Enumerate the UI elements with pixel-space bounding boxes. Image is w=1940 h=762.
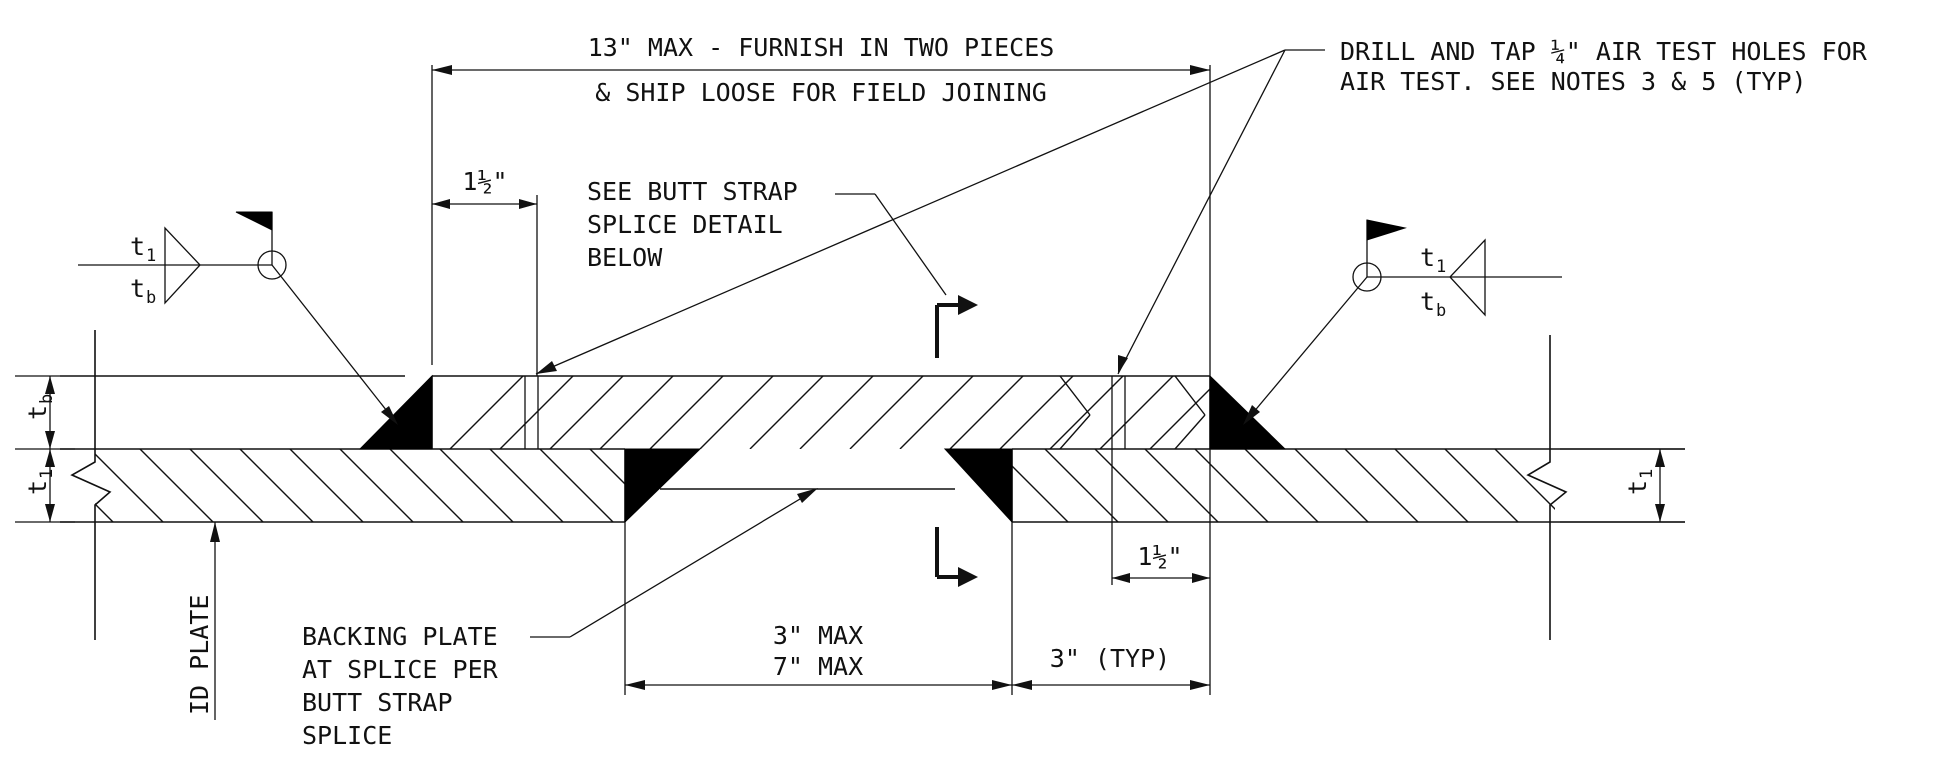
backing-line2: AT SPLICE PER [302, 655, 499, 684]
left-offset-label: 1½" [462, 167, 507, 196]
left-t1-sub: 1 [37, 469, 57, 479]
backing-plate-note: BACKING PLATE AT SPLICE PER BUTT STRAP S… [302, 488, 818, 750]
right-t1-sub: 1 [1637, 469, 1657, 479]
right-weld-tb-sub: b [1436, 301, 1446, 321]
id-plate-label-group: ID PLATE [185, 522, 220, 720]
see-butt-line2: SPLICE DETAIL [587, 210, 783, 239]
top-dim-line2: & SHIP LOOSE FOR FIELD JOINING [595, 78, 1047, 107]
typ-dim-label: 3" (TYP) [1050, 644, 1170, 673]
left-tb-t: t [23, 405, 52, 420]
butt-strap-hatch [449, 376, 1210, 449]
left-offset-dimension: 1½" [432, 167, 538, 376]
left-thickness-dimensions: t b t 1 [15, 375, 75, 523]
drill-note-line1: DRILL AND TAP ¼" AIR TEST HOLES FOR [1340, 37, 1868, 66]
see-butt-line3: BELOW [587, 243, 663, 272]
right-offset-dimension: 1½" [1111, 449, 1210, 585]
top-dim-line1: 13" MAX - FURNISH IN TWO PIECES [588, 33, 1055, 62]
backing-line4: SPLICE [302, 721, 392, 750]
left-tb-sub: b [37, 394, 57, 404]
gap-max-1: 3" MAX [773, 621, 863, 650]
base-plate-hatch-left [95, 449, 625, 522]
see-butt-strap-note: SEE BUTT STRAP SPLICE DETAIL BELOW [587, 177, 978, 587]
butt-strap [60, 375, 1211, 449]
right-t1-t: t [1623, 480, 1652, 495]
right-field-weld-flag-icon [1366, 219, 1407, 241]
drill-note-line2: AIR TEST. SEE NOTES 3 & 5 (TYP) [1340, 67, 1807, 96]
left-weld-t1-sub: 1 [146, 246, 156, 266]
drill-tap-note: DRILL AND TAP ¼" AIR TEST HOLES FOR AIR … [535, 37, 1868, 375]
left-weld-symbol: t 1 t b [78, 211, 398, 425]
right-offset-label: 1½" [1137, 542, 1182, 571]
weld-left-outer [358, 374, 433, 450]
see-butt-line1: SEE BUTT STRAP [587, 177, 798, 206]
left-weld-tb: t [130, 274, 145, 303]
weld-left-backing [624, 448, 702, 524]
right-weld-symbol: t 1 t b [1243, 219, 1562, 425]
left-weld-tb-sub: b [146, 288, 156, 308]
left-field-weld-flag-icon [235, 211, 273, 231]
section-cut-top-icon [935, 295, 978, 358]
left-weld-t1: t [130, 232, 145, 261]
top-dimension: 13" MAX - FURNISH IN TWO PIECES & SHIP L… [431, 33, 1211, 376]
section-cut-bottom-icon [935, 527, 978, 587]
right-weld-t1-sub: 1 [1436, 257, 1446, 277]
id-plate-label: ID PLATE [185, 595, 214, 715]
gap-max-2: 7" MAX [773, 652, 863, 681]
bottom-dimensions: 3" MAX 7" MAX 3" (TYP) [624, 449, 1211, 695]
right-thickness-dimension: t 1 [1560, 448, 1685, 523]
backing-line1: BACKING PLATE [302, 622, 498, 651]
fillet-welds [358, 374, 1287, 524]
right-weld-t1: t [1420, 243, 1435, 272]
base-plate-hatch-right [1012, 449, 1555, 522]
weld-right-outer [1209, 374, 1287, 450]
weld-right-backing [943, 448, 1013, 524]
left-t1-t: t [23, 480, 52, 495]
right-weld-tb: t [1420, 287, 1435, 316]
backing-line3: BUTT STRAP [302, 688, 453, 717]
